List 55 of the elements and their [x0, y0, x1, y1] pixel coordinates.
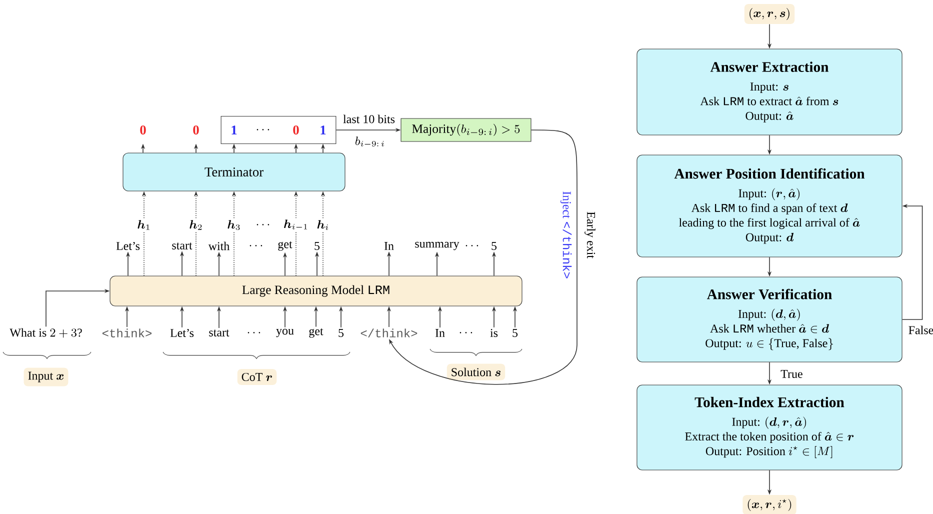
output-token: get: [278, 241, 292, 251]
ellipsis: $\cdots$: [254, 220, 274, 230]
edge-label: last 10 bits: [342, 113, 396, 125]
segment-tag: $\text{CoT }\boldsymbol{r}$: [237, 368, 277, 386]
bit-value: 0: [193, 126, 199, 134]
input-question: $\text{What is }2+3\text{?}$: [10, 328, 82, 338]
output-token: start: [172, 242, 192, 250]
bit-register-box: [220, 116, 336, 144]
output-token: 5: [492, 242, 497, 250]
input-token: 5: [512, 329, 518, 337]
segment-tag: $\text{Solution }\boldsymbol{s}$: [446, 364, 506, 380]
input-token: is: [490, 328, 498, 338]
ellipsis: $\cdots$: [466, 245, 478, 246]
input-token: get: [309, 328, 324, 338]
input-token: In: [435, 329, 445, 337]
process-box: Answer Position Identification $\text{Input: }(\boldsymbol{r}, \hat{\boldsymbol{a}})$ $\text{Ask \texttt{LRM} to find a span of text }\boldsymbol{d}$ $\text{leading to the first logical arrival of }\hat{\boldsymbol{a}}$ $\text{Output: }\boldsymbol{d}$: [636, 154, 902, 258]
ellipsis: $\cdots$: [248, 332, 260, 334]
bit-value: 1: [232, 126, 237, 134]
process-box: Answer Extraction $\text{Input: }\boldsymbol{s}$ $\text{Ask \texttt{LRM} to extract }\hat{\boldsymbol{a}}\text{ from }\boldsymbol{s}$ $\text{Output: }\hat{\boldsymbol{a}}$: [636, 48, 902, 136]
ellipsis: $\cdots$: [250, 245, 262, 246]
edge-label: True: [779, 368, 804, 380]
bit-value: 1: [320, 126, 326, 134]
output-token: with: [208, 242, 230, 250]
hidden-state-label: $\boldsymbol{h}_3$: [226, 218, 242, 232]
segment-tag: $\text{Input }\boldsymbol{x}$: [24, 368, 68, 386]
edge-label: False: [907, 324, 933, 336]
bit-range-label: $b_{i-9:\,i}$: [354, 135, 386, 149]
edge-label: Early exit: [583, 210, 597, 260]
output-token: summary: [415, 242, 460, 250]
hidden-state-label: $\boldsymbol{h}_1$: [136, 218, 152, 232]
output-token: Let’s: [116, 242, 140, 250]
tuple-tag: $(\boldsymbol{x}, \boldsymbol{r}, i^{\star})$: [742, 495, 796, 514]
tuple-tag: $(\boldsymbol{x}, \boldsymbol{r}, \boldsymbol{s})$: [744, 4, 795, 24]
bit-value: 0: [140, 126, 146, 134]
input-token: <think>: [102, 328, 152, 338]
process-box: Token-Index Extraction $\text{Input: }(\boldsymbol{d}, \boldsymbol{r}, \hat{\boldsymbol{a}})$ $\text{Extract the token position of }\hat{\boldsymbol{a}} \in \boldsymbol{r}$ $\text{Output: Position }i^{\star} \in [M]$: [636, 384, 902, 470]
hidden-state-label: $\boldsymbol{h}_i$: [315, 218, 331, 232]
output-token: 5: [314, 242, 320, 250]
model-box: $\text{Large Reasoning Model \texttt{LRM}}$: [110, 276, 522, 306]
majority-box: $\text{Majority}(b_{i-9:\,i}) > 5$: [400, 118, 532, 142]
hidden-state-label: $\boldsymbol{h}_{i-1}$: [282, 218, 310, 232]
input-token: start: [209, 330, 230, 336]
output-token: In: [384, 242, 394, 250]
ellipsis: $\cdots$: [460, 332, 472, 334]
inject-label: $\text{Inject \texttt{</think>}}$: [559, 190, 573, 280]
input-token: you: [276, 328, 294, 338]
arrow: [389, 130, 578, 385]
bit-value: 0: [293, 126, 299, 134]
ellipsis: $\cdots$: [256, 129, 270, 130]
input-token: </think>: [360, 328, 418, 338]
terminator-box: Terminator: [122, 152, 346, 192]
hidden-state-label: $\boldsymbol{h}_2$: [188, 218, 204, 232]
input-token: Let’s: [170, 328, 194, 338]
input-token: 5: [338, 329, 344, 337]
process-box: Answer Verification $\text{Input: }(\boldsymbol{d}, \hat{\boldsymbol{a}})$ $\text{Ask \texttt{LRM} whether }\hat{\boldsymbol{a}} \in \boldsymbol{d}$ $\text{Output: }u \in \{\text{True, False}\}$: [636, 276, 902, 362]
